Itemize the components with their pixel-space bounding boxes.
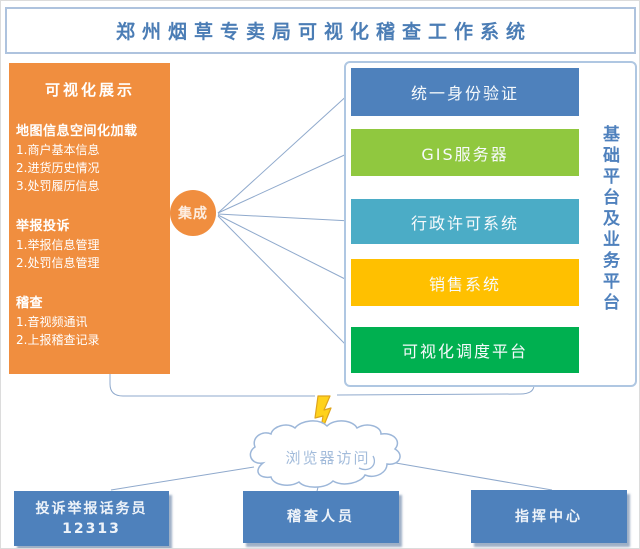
section-complaints: 举报投诉 1.举报信息管理 2.处罚信息管理	[16, 218, 164, 272]
list-item: 1.音视频通讯	[16, 315, 88, 329]
section-map-loading: 地图信息空间化加载 1.商户基本信息 2.进货历史情况 3.处罚履历信息	[16, 123, 164, 195]
cloud-label: 浏览器访问	[285, 449, 371, 467]
panel-title: 可视化展示	[44, 81, 135, 99]
diagram-title-box: 郑州烟草专卖局可视化稽查工作系统	[5, 7, 636, 54]
page-title: 郑州烟草专卖局可视化稽查工作系统	[115, 21, 532, 43]
section-header: 地图信息空间化加载	[16, 124, 138, 139]
system-box-dispatch: 可视化调度平台	[351, 327, 579, 373]
list-item: 3.处罚履历信息	[16, 179, 100, 193]
lightning-bolt-icon	[314, 395, 332, 436]
connector-line	[389, 461, 553, 491]
section-header: 举报投诉	[16, 219, 71, 234]
connector-line	[316, 479, 321, 492]
list-item: 2.进货历史情况	[16, 161, 100, 175]
node-label: 投诉举报话务员	[35, 500, 148, 517]
system-box-license: 行政许可系统	[351, 199, 579, 244]
connector-line	[217, 213, 352, 222]
visualization-panel: 可视化展示 地图信息空间化加载 1.商户基本信息 2.进货历史情况 3.处罚履历…	[9, 63, 170, 374]
node-call-operator: 投诉举报话务员 12313	[14, 491, 169, 546]
node-sublabel: 12313	[62, 520, 121, 537]
system-box-identity: 统一身份验证	[351, 68, 579, 116]
connector-line	[217, 214, 352, 283]
system-box-sales: 销售系统	[351, 259, 579, 306]
section-header: 稽查	[16, 296, 44, 311]
node-label: 指挥中心	[515, 508, 583, 525]
section-inspection: 稽查 1.音视频通讯 2.上报稽查记录	[16, 295, 164, 349]
system-box-gis: GIS服务器	[351, 129, 579, 176]
connector-line	[110, 466, 255, 491]
node-inspectors: 稽查人员	[243, 491, 399, 543]
node-command-center: 指挥中心	[471, 490, 627, 543]
list-item: 2.处罚信息管理	[16, 256, 100, 270]
connector-line	[217, 151, 352, 214]
list-item: 1.举报信息管理	[16, 238, 100, 252]
platform-side-label: 基础平台及业务平台	[599, 125, 619, 314]
connector-line	[217, 91, 352, 214]
list-item: 1.商户基本信息	[16, 143, 100, 157]
connector-line	[217, 215, 352, 351]
node-label: 稽查人员	[287, 509, 355, 525]
list-item: 2.上报稽查记录	[16, 333, 100, 347]
integration-node: 集成	[170, 190, 216, 236]
connector-elbow-left	[109, 374, 315, 397]
